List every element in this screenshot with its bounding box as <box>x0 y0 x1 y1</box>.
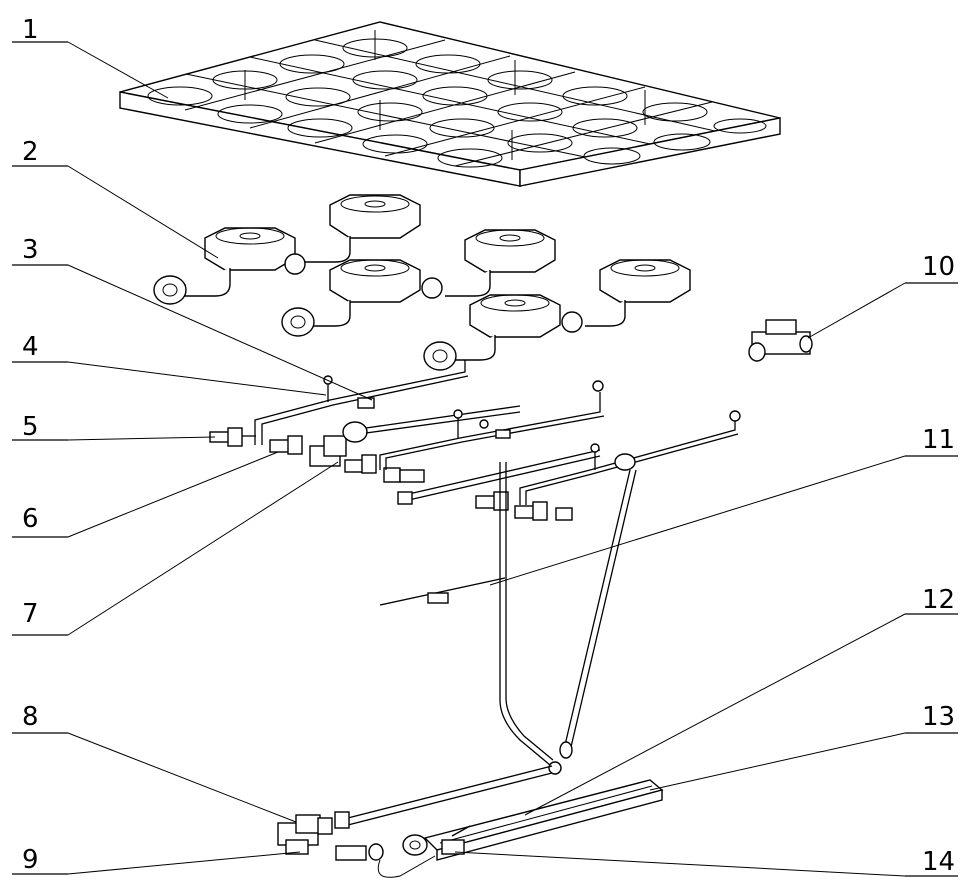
rotisserie-valve <box>277 811 436 878</box>
burner-3 <box>281 259 443 337</box>
callout-13: 13 <box>922 702 955 732</box>
callout-6: 6 <box>22 504 39 534</box>
callout-4: 4 <box>22 332 39 362</box>
cast-iron-grate <box>119 21 781 187</box>
rotisserie-burner <box>402 779 664 861</box>
manifold-assembly <box>209 360 741 521</box>
callout-7: 7 <box>22 599 39 629</box>
burner-4 <box>445 229 556 297</box>
callout-3: 3 <box>22 235 39 265</box>
callout-10: 10 <box>922 252 955 282</box>
valve-4 <box>475 491 509 511</box>
valve-block <box>309 405 521 467</box>
burner-6 <box>585 259 691 327</box>
burner-5 <box>423 294 583 371</box>
callout-11: 11 <box>922 425 955 455</box>
callout-2: 2 <box>22 137 39 167</box>
callout-14: 14 <box>922 847 955 877</box>
burner-1 <box>153 227 306 305</box>
callouts: 1 2 3 4 5 6 7 8 9 10 11 12 <box>12 15 958 877</box>
valve-1 <box>209 427 256 447</box>
valve-5 <box>514 501 573 521</box>
valve-3 <box>344 454 425 483</box>
pilot-tube <box>379 577 506 606</box>
callout-5: 5 <box>22 412 39 442</box>
callout-8: 8 <box>22 702 39 732</box>
callout-1: 1 <box>22 15 39 45</box>
callout-12: 12 <box>922 585 955 615</box>
burner-heads <box>153 194 691 371</box>
gas-regulator <box>748 319 813 362</box>
callout-9: 9 <box>22 845 39 875</box>
supply-pipes <box>339 462 637 828</box>
valve-2 <box>269 435 303 455</box>
burner-2 <box>305 194 421 263</box>
